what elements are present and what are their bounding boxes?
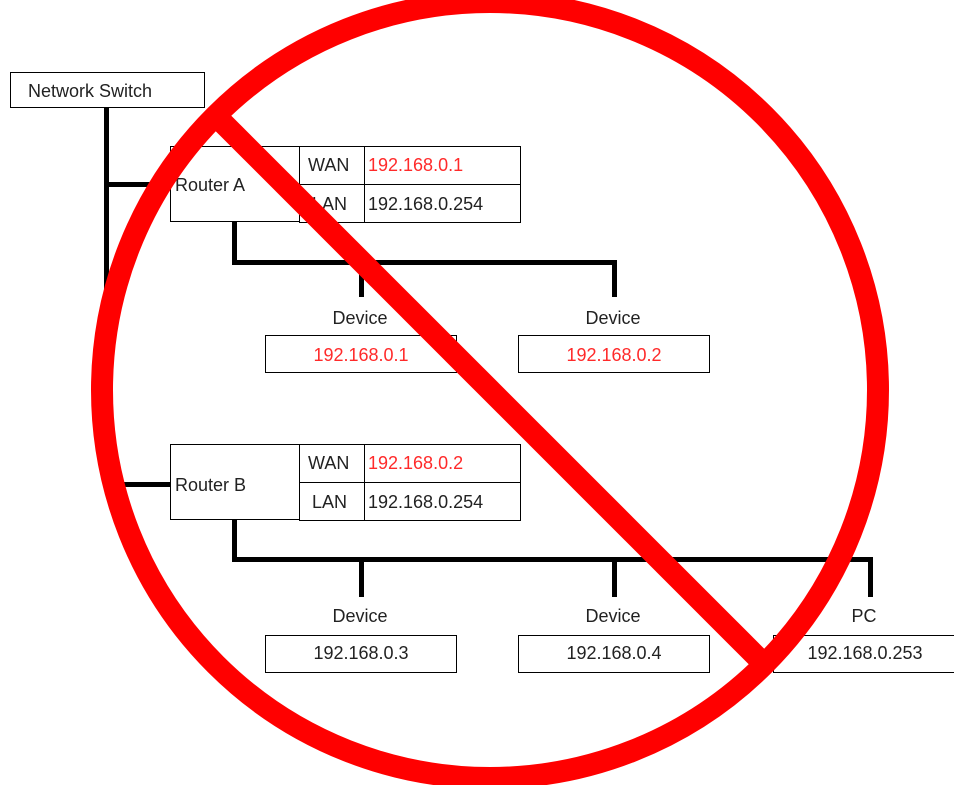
pc-ip: 192.168.0.253 [807,643,923,663]
router-b-lan-label-cell: LAN [299,482,365,521]
router-a-label: Router A [175,175,246,195]
router-b-wan-label-cell: WAN [299,444,365,483]
router-b-wan-ip: 192.168.0.2 [368,453,464,473]
router-a-uplink-line [104,182,172,187]
router-b-device-2: Device 192.168.0.4 [518,597,710,673]
router-a-lan-label-cell: LAN [299,184,365,223]
router-a-lan-bus-line [232,260,616,265]
router-b-lan-ip-cell: 192.168.0.254 [364,482,521,521]
router-b-box: Router B WAN 192.168.0.2 LAN 192.168.0.2… [170,444,521,521]
router-b-lan-drop-line [232,520,237,562]
network-switch-box: Network Switch [10,72,205,108]
router-a-device2-drop-line [612,260,617,298]
router-a-lan-ip-cell: 192.168.0.254 [364,184,521,223]
router-a-lan-ip: 192.168.0.254 [368,194,484,214]
router-b-uplink-line [104,482,172,487]
router-a-box: Router A WAN 192.168.0.1 LAN 192.168.0.2… [170,146,521,223]
device-ip: 192.168.0.2 [566,345,662,365]
router-b-device-1: Device 192.168.0.3 [265,597,457,673]
router-b-lan-ip: 192.168.0.254 [368,492,484,512]
router-a-lan-drop-line [232,222,237,264]
device-ip: 192.168.0.1 [313,345,409,365]
network-switch-label: Network Switch [28,81,153,101]
device-ip: 192.168.0.4 [566,643,662,663]
router-b-lan-bus-line [232,557,873,562]
device-name-cell: Device [518,597,710,636]
router-b-label: Router B [175,475,247,495]
device-name-cell: Device [518,297,710,336]
router-b-pc-drop-line [868,557,873,599]
router-b-pc: PC 192.168.0.253 [773,597,954,673]
router-a-wan-ip-cell: 192.168.0.1 [364,146,521,185]
prohibition-circle [91,0,889,785]
router-b-wan-ip-cell: 192.168.0.2 [364,444,521,483]
router-b-device2-drop-line [612,557,617,599]
device-ip: 192.168.0.3 [313,643,409,663]
router-a-device-1: Device 192.168.0.1 [265,297,457,373]
router-a-wan-label-cell: WAN [299,146,365,185]
router-b-device1-drop-line [359,557,364,599]
device-name-cell: Device [265,597,457,636]
pc-name-cell: PC [773,597,954,636]
switch-trunk-line [104,106,109,488]
router-a-device1-drop-line [359,260,364,298]
device-name-cell: Device [265,297,457,336]
router-a-wan-ip: 192.168.0.1 [368,155,464,175]
router-a-device-2: Device 192.168.0.2 [518,297,710,373]
